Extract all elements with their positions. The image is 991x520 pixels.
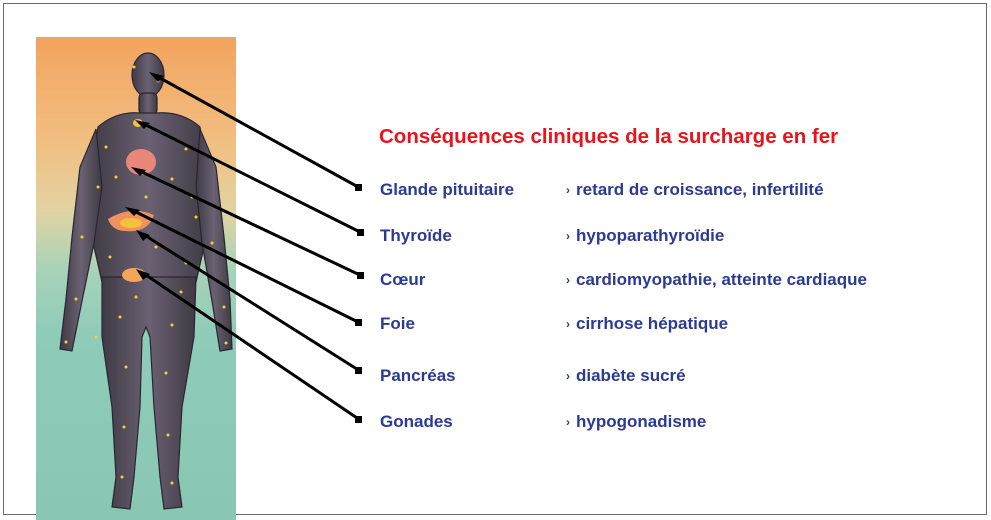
consequence-text: hypogonadisme [576, 412, 706, 431]
chevron-right-icon: › [566, 183, 570, 197]
organ-label: Foie [380, 314, 415, 334]
body-silhouette [60, 53, 232, 509]
organ-label: Pancréas [380, 366, 456, 386]
organ-label: Gonades [380, 412, 453, 432]
organ-label: Thyroïde [380, 226, 452, 246]
organ-label: Glande pituitaire [380, 180, 514, 200]
organ-label: Cœur [380, 270, 425, 290]
slide-title: Conséquences cliniques de la surcharge e… [379, 125, 838, 149]
chevron-right-icon: › [566, 317, 570, 331]
consequence-text: hypoparathyroïdie [576, 226, 724, 245]
thyroid-highlight [133, 119, 143, 127]
consequence-text: cirrhose hépatique [576, 314, 728, 333]
gonads-highlight [122, 268, 146, 282]
heart-highlight [126, 149, 156, 175]
chevron-right-icon: › [566, 415, 570, 429]
consequence-label: › hypoparathyroïdie [566, 226, 724, 246]
chevron-right-icon: › [566, 273, 570, 287]
consequence-text: diabète sucré [576, 366, 686, 385]
consequence-label: › hypogonadisme [566, 412, 706, 432]
consequence-text: cardiomyopathie, atteinte cardiaque [576, 270, 867, 289]
consequence-label: › cardiomyopathie, atteinte cardiaque [566, 270, 867, 290]
consequence-label: › retard de croissance, infertilité [566, 180, 824, 200]
consequence-label: › diabète sucré [566, 366, 686, 386]
consequence-label: › cirrhose hépatique [566, 314, 728, 334]
chevron-right-icon: › [566, 229, 570, 243]
pancreas-highlight [120, 218, 142, 228]
consequence-text: retard de croissance, infertilité [576, 180, 824, 199]
chevron-right-icon: › [566, 369, 570, 383]
human-body-illustration [36, 37, 236, 520]
